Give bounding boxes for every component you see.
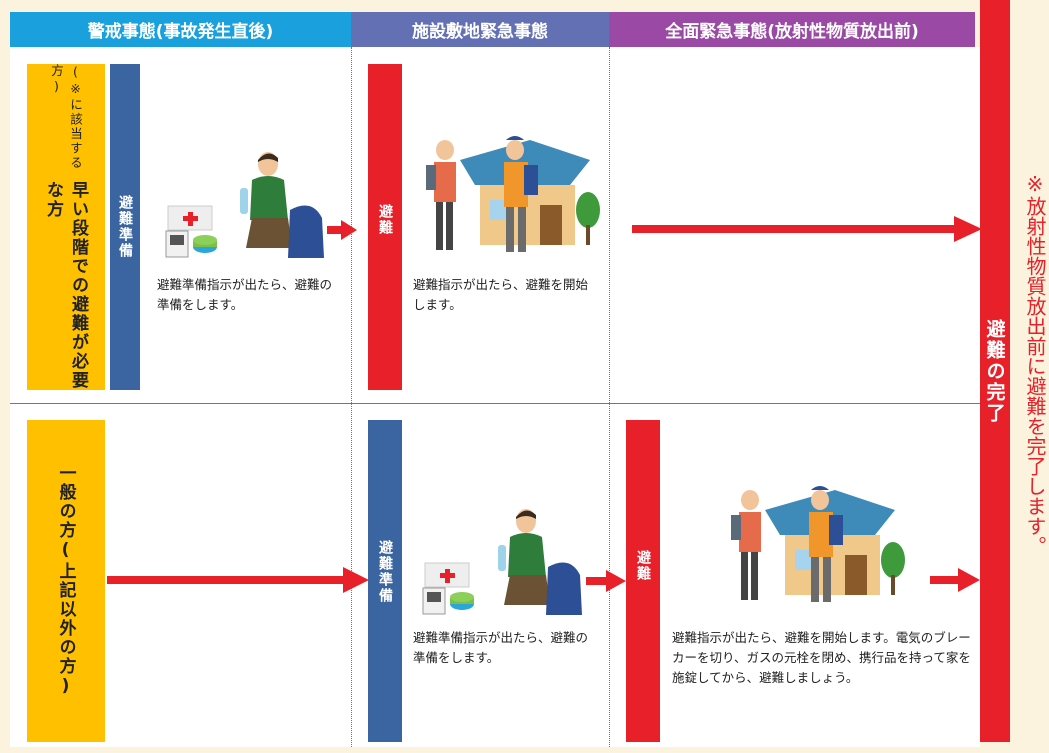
evac-bar-bottom: 避難 [626,420,660,742]
evacuees-house-icon [426,136,600,252]
side-note: ※放射性物質放出前に避難を完了します。 [1023,172,1047,556]
column-divider [351,47,352,747]
column-divider [609,47,610,747]
prep-caption-top: 避難準備指示が出たら、避難の準備をします。 [157,277,333,312]
row-label-top-text: 早い段階での避難が必要な方 [43,180,88,390]
prep-caption-bottom: 避難準備指示が出たら、避難の準備をします。 [413,630,589,665]
arrow-icon [586,570,626,592]
header-alert-stage: 警戒事態(事故発生直後) [10,12,351,47]
person-packing-icon [498,509,582,615]
person-packing-icon [240,152,324,258]
supplies-icon [422,562,474,615]
row-divider [10,403,980,404]
arrow-icon [930,568,980,592]
header-general-emergency: 全面緊急事態(放射性物質放出前) [609,12,975,47]
arrow-icon [327,220,357,240]
evacuation-complete-bar: 避難の完了 [980,0,1010,742]
prep-bar-bottom: 避難準備 [368,420,402,742]
supplies-icon [165,205,217,258]
evac-caption-bottom: 避難指示が出たら、避難を開始します。電気のブレーカーを切り、ガスの元栓を閉め、携… [672,630,971,685]
prep-bar-top: 避難準備 [110,64,140,390]
row-label-bottom: 一般の方(上記以外の方) [27,420,105,742]
header-site-emergency: 施設敷地緊急事態 [351,12,609,47]
evac-bar-top: 避難 [368,64,402,390]
evacuees-house-icon [731,486,905,602]
arrow-icon [107,567,369,593]
evac-caption-top: 避難指示が出たら、避難を開始します。 [413,277,589,312]
row-sublabel-top: (※に該当する方) [49,64,83,171]
row-label-top: (※に該当する方) 早い段階での避難が必要な方 [27,64,105,390]
arrow-icon [632,216,982,242]
